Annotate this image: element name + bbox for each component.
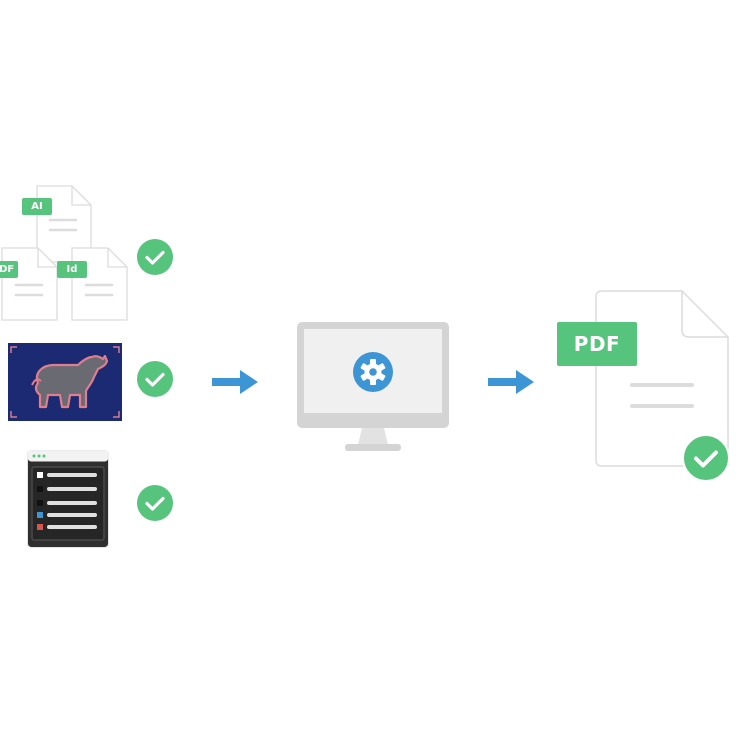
check-circle-icon [136,484,174,522]
pdf-file-tag: PDF [0,261,18,278]
app-window-icon [27,450,109,548]
source-documents-group: AI PDF Id [0,180,135,325]
vector-image-thumbnail [8,343,122,421]
monitor-icon [296,321,450,453]
ai-file-tag: AI [22,198,52,215]
document-icon [1,185,128,321]
arrow-right-icon [212,369,260,395]
unicorn-image [8,343,122,421]
output-pdf-tag: PDF [557,322,637,366]
app-window-thumbnail [27,450,109,548]
check-circle-icon [682,434,730,482]
arrow-right-icon [488,369,536,395]
check-circle-icon [136,238,174,276]
id-file-tag: Id [57,261,87,278]
check-circle-icon [136,360,174,398]
gear-icon [352,351,394,393]
